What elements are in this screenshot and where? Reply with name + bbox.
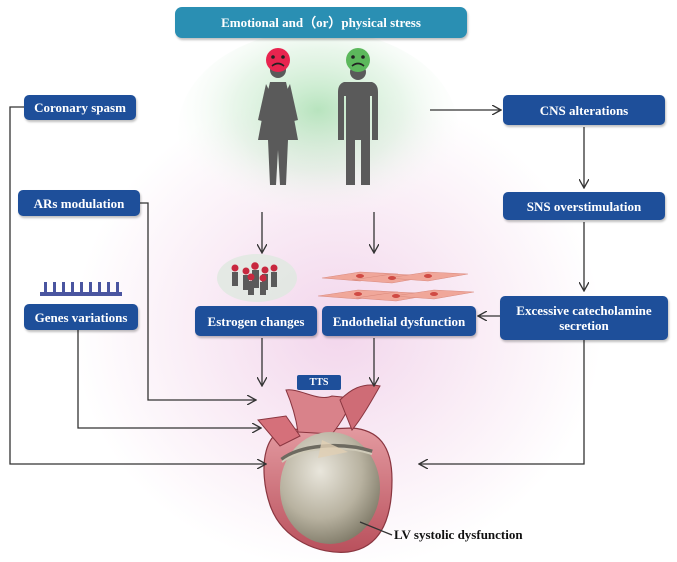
lv-systolic-dysfunction-label: LV systolic dysfunction	[394, 527, 523, 542]
catecholamine-label-line2: secretion	[559, 318, 609, 333]
endothelial-cells-icon	[317, 271, 475, 302]
heart-illustration-icon	[257, 384, 393, 553]
tts-box: TTS	[297, 375, 341, 390]
genes-variations-label: Genes variations	[34, 309, 128, 325]
ars-modulation-label: ARs modulation	[33, 195, 125, 211]
sns-overstimulation-box: SNS overstimulation	[503, 192, 665, 220]
figures-glow	[178, 30, 458, 230]
genes-variations-box: Genes variations	[24, 304, 138, 330]
arrow-genes-to-heart	[77, 330, 260, 428]
ars-modulation-box: ARs modulation	[18, 190, 140, 216]
tts-label: TTS	[309, 377, 329, 388]
coronary-spasm-box: Coronary spasm	[24, 95, 136, 120]
cns-alterations-label: CNS alterations	[539, 102, 629, 118]
women-group-icon	[217, 254, 297, 302]
arrows	[9, 106, 585, 536]
arrow-ars-to-heart	[140, 202, 255, 400]
arrow-coronary-to-heart	[9, 106, 265, 464]
sad-face-red-icon	[266, 48, 290, 72]
estrogen-changes-label: Estrogen changes	[207, 313, 305, 329]
estrogen-changes-box: Estrogen changes	[195, 306, 317, 336]
coronary-spasm-label: Coronary spasm	[34, 100, 126, 115]
catecholamine-box: Excessive catecholamine secretion	[500, 296, 668, 340]
endothelial-dysfunction-label: Endothelial dysfunction	[332, 313, 466, 329]
lv-label-pointer	[359, 521, 393, 536]
stress-title: Emotional and（or）physical stress	[221, 15, 421, 30]
sad-face-green-icon	[346, 48, 370, 72]
stress-title-box: Emotional and（or）physical stress	[175, 7, 467, 38]
gene-comb-icon	[40, 282, 122, 296]
sns-overstimulation-label: SNS overstimulation	[526, 198, 642, 214]
arrow-catecholamine-to-heart	[420, 340, 585, 464]
catecholamine-label-line1: Excessive catecholamine	[516, 303, 652, 318]
endothelial-dysfunction-box: Endothelial dysfunction	[322, 306, 476, 336]
cns-alterations-box: CNS alterations	[503, 95, 665, 125]
